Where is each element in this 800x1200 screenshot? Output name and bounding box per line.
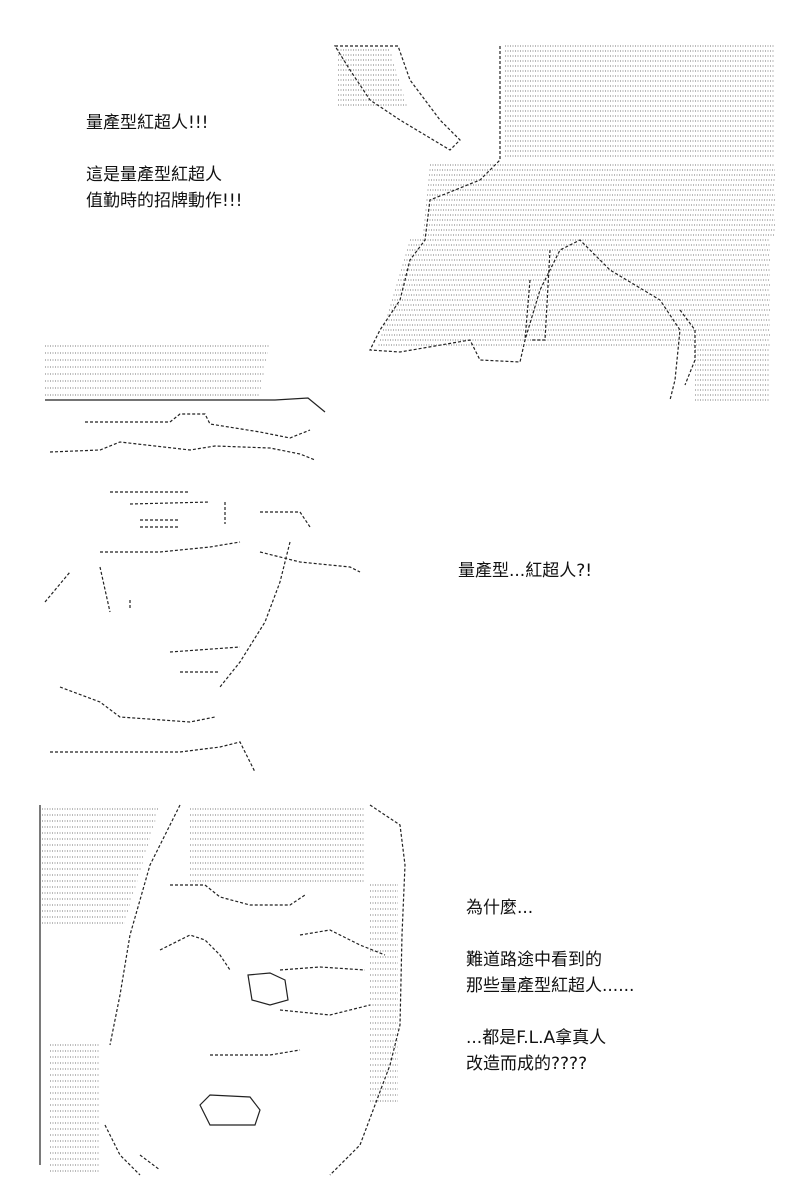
caption-panel-3: 為什麼... 難道路途中看到的 那些量產型紅超人...... ...都是F.L.… [466,895,634,1077]
caption-line: 量產型...紅超人?! [458,561,593,581]
caption-line: 那些量產型紅超人...... [466,976,635,996]
caption-line: ...都是F.L.A拿真人 [466,1028,607,1048]
ascii-art-figure-shocked [39,804,406,1176]
hair-hatch [42,808,398,1172]
caption-gap [466,999,634,1025]
ascii-art-figure-face [44,345,361,773]
caption-line: 這是量產型紅超人 [86,165,222,185]
caption-gap [466,921,634,947]
ascii-art-figure-pose [333,45,775,401]
caption-line: 量產型紅超人!!! [86,113,209,133]
caption-gap [86,136,242,162]
caption-panel-2: 量產型...紅超人?! [458,558,592,584]
cap-hatch [45,345,270,396]
caption-line: 值勤時的招牌動作!!! [86,191,243,211]
caption-line: 難道路途中看到的 [466,950,602,970]
caption-line: 改造而成的???? [466,1054,588,1074]
hatch-fill [338,45,775,401]
caption-panel-1: 量產型紅超人!!! 這是量產型紅超人 值勤時的招牌動作!!! [86,110,242,214]
caption-line: 為什麼... [466,898,534,918]
